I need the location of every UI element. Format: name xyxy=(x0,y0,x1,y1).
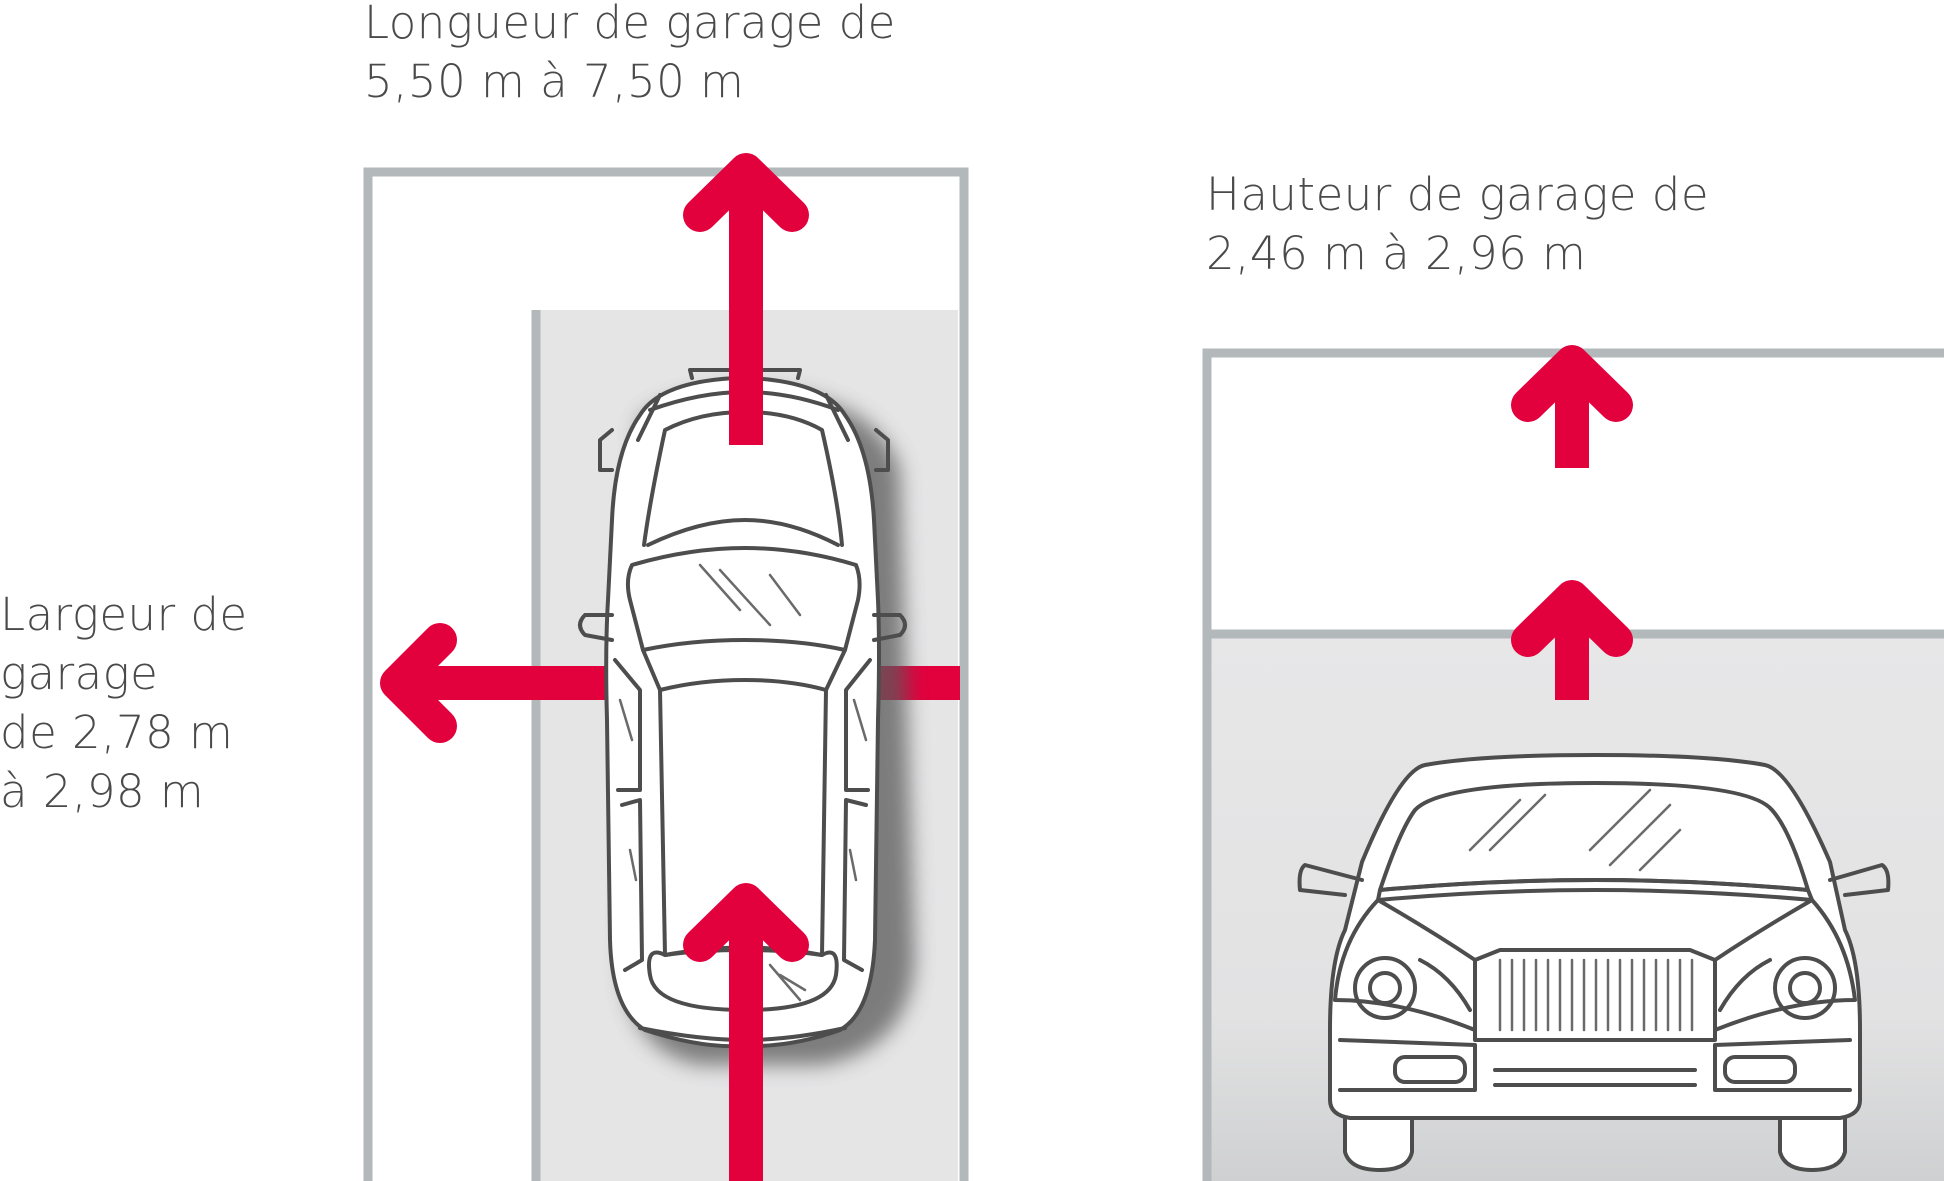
height-label: Hauteur de garage de 2,46 m à 2,96 m xyxy=(1206,165,1709,283)
garage-outline-top-view xyxy=(363,167,969,1181)
height-arrow-lower xyxy=(1511,580,1633,700)
height-label-line1: Hauteur de garage de xyxy=(1206,168,1710,221)
width-label: Largeur de garage de 2,78 m à 2,98 m xyxy=(0,585,248,821)
length-label-line1: Longueur de garage de xyxy=(364,0,896,49)
length-arrow-top xyxy=(683,153,809,445)
length-label: Longueur de garage de 5,50 m à 7,50 m xyxy=(364,0,896,111)
width-label-line4: à 2,98 m xyxy=(0,765,205,818)
length-arrow-bottom xyxy=(683,883,809,1181)
height-arrow-upper xyxy=(1511,345,1633,468)
width-arrow-left xyxy=(380,623,620,743)
width-label-line3: de 2,78 m xyxy=(0,706,234,759)
length-label-line2: 5,50 m à 7,50 m xyxy=(364,55,745,108)
height-label-line2: 2,46 m à 2,96 m xyxy=(1206,227,1587,280)
garage-outline-front-view xyxy=(1202,348,1944,1181)
width-label-line1: Largeur de xyxy=(0,588,248,641)
width-label-line2: garage xyxy=(0,647,159,700)
car-front-view-icon xyxy=(1297,753,1891,1172)
